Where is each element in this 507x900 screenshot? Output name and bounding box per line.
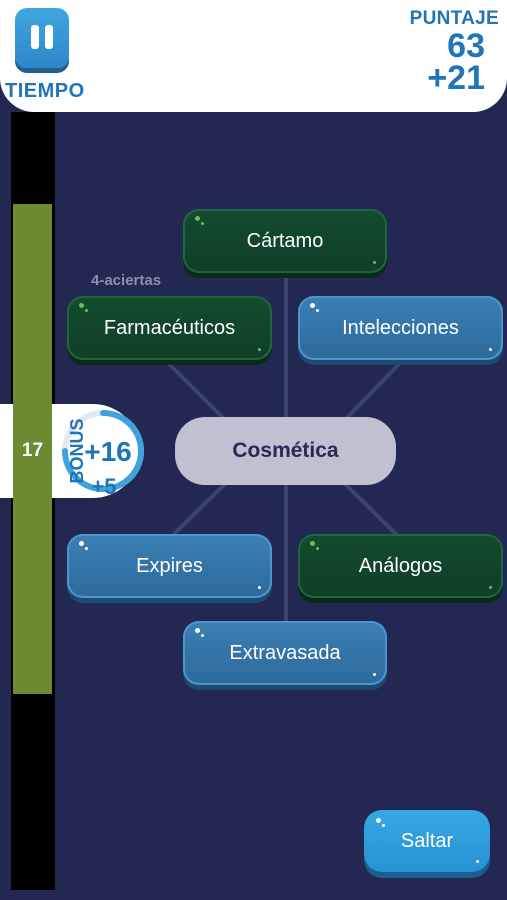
shine-dot	[201, 222, 204, 225]
timer-count: 17	[21, 440, 44, 461]
option-tile-extravasada[interactable]: Extravasada	[183, 621, 387, 685]
shine-dot	[201, 634, 204, 637]
connector-line	[343, 363, 400, 422]
center-word: Cosmética	[232, 439, 339, 462]
streak-label: 4-aciertas	[91, 272, 162, 289]
option-label: Expires	[136, 554, 203, 577]
bonus-next-value: +5	[91, 474, 116, 498]
shine-dot	[258, 586, 261, 589]
skip-label: Saltar	[400, 829, 454, 852]
option-label: Intelecciones	[342, 316, 459, 339]
timer-counter-band: 17	[0, 404, 140, 498]
shine-dot	[310, 541, 315, 546]
option-label: Farmacéuticos	[103, 316, 236, 339]
shine-dot	[195, 628, 200, 633]
shine-dot	[316, 309, 319, 312]
shine-dot	[476, 860, 479, 863]
connector-line	[170, 482, 227, 538]
shine-dot	[85, 547, 88, 550]
pause-button[interactable]	[15, 8, 69, 68]
option-label: Extravasada	[229, 641, 341, 664]
shine-dot	[373, 261, 376, 264]
pause-icon-bar	[45, 25, 53, 49]
connector-line	[343, 482, 400, 538]
shine-dot	[195, 216, 200, 221]
shine-dot	[316, 547, 319, 550]
timer-fill-segment	[13, 404, 52, 498]
shine-dot	[489, 348, 492, 351]
connector-line	[168, 363, 227, 422]
center-word-tile: Cosmética	[175, 417, 396, 485]
shine-dot	[258, 348, 261, 351]
score-delta: +21	[427, 59, 485, 97]
option-label: Cártamo	[246, 229, 324, 252]
time-label: TIEMPO	[5, 80, 85, 102]
option-label: Análogos	[358, 554, 443, 577]
shine-dot	[382, 824, 385, 827]
shine-dot	[79, 541, 84, 546]
shine-dot	[373, 673, 376, 676]
bonus-label: BONUS	[67, 418, 87, 483]
option-tile-intelecciones[interactable]: Intelecciones	[298, 296, 503, 360]
score-label: PUNTAJE	[409, 8, 499, 29]
bonus-ring-progress	[62, 410, 144, 492]
top-bar: TIEMPO PUNTAJE 63 +21	[0, 0, 507, 112]
shine-dot	[376, 818, 381, 823]
score-value: 63	[447, 27, 485, 65]
shine-dot	[310, 303, 315, 308]
option-tile-farmaceuticos[interactable]: Farmacéuticos	[67, 296, 272, 360]
shine-dot	[85, 309, 88, 312]
pause-icon	[31, 25, 39, 49]
score-panel: PUNTAJE 63 +21	[359, 8, 499, 97]
skip-button[interactable]: Saltar	[364, 810, 490, 872]
option-tile-analogos[interactable]: Análogos	[298, 534, 503, 598]
bonus-indicator: BONUS +16 +5	[62, 410, 144, 498]
option-tile-expires[interactable]: Expires	[67, 534, 272, 598]
shine-dot	[79, 303, 84, 308]
bonus-value: +16	[84, 436, 132, 467]
shine-dot	[489, 586, 492, 589]
option-tile-cartamo[interactable]: Cártamo	[183, 209, 387, 273]
